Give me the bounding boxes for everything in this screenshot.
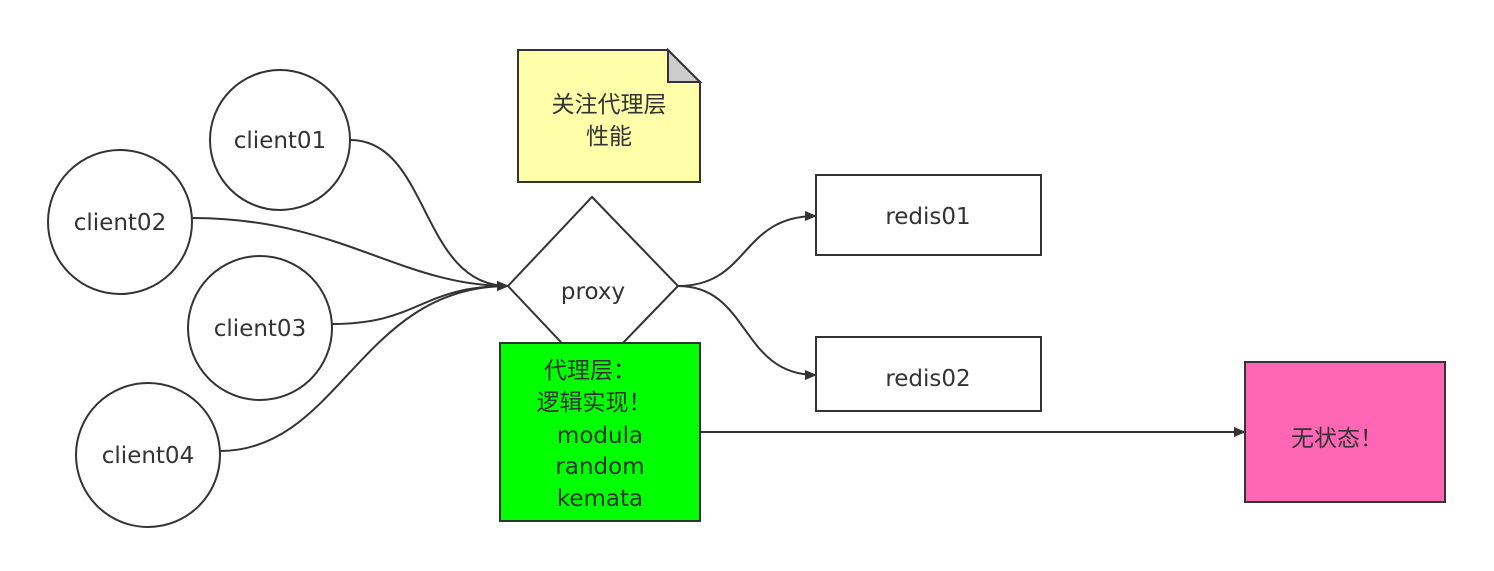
client02-label: client02 [74, 210, 166, 236]
redis01-node [815, 174, 1042, 256]
note-line-2: 性能 [586, 124, 632, 150]
logic-line-2: 逻辑实现！ [537, 390, 652, 416]
redis01-label: redis01 [885, 204, 970, 230]
client02-node [47, 149, 193, 295]
edge-client04-proxy [219, 281, 509, 452]
edge-client01-proxy [349, 139, 509, 291]
logic-line-5: kemata [557, 486, 643, 512]
client04-label: client04 [102, 443, 194, 469]
client04-node [75, 382, 221, 528]
client01-label: client01 [234, 128, 326, 154]
stateless-node [1244, 361, 1446, 503]
proxy-label: proxy [561, 279, 625, 305]
logic-line-4: random [555, 454, 644, 480]
redis02-node [815, 336, 1042, 412]
edge-client02-proxy [191, 217, 509, 291]
edge-proxy-redis02 [677, 285, 817, 380]
logic-line-1: 代理层： [544, 358, 636, 384]
client01-node [209, 69, 351, 211]
note-node [517, 49, 701, 183]
note-fold-icon [667, 47, 703, 83]
redis02-label: redis02 [885, 366, 970, 392]
edge-proxy-redis01 [677, 211, 817, 287]
client03-node [187, 255, 333, 401]
logic-line-3: modula [557, 423, 643, 449]
edge-client03-proxy [331, 281, 509, 325]
stateless-label: 无状态！ [1291, 426, 1383, 452]
logic-box-node [499, 342, 701, 522]
client03-label: client03 [214, 316, 306, 342]
note-line-1: 关注代理层 [552, 92, 667, 118]
